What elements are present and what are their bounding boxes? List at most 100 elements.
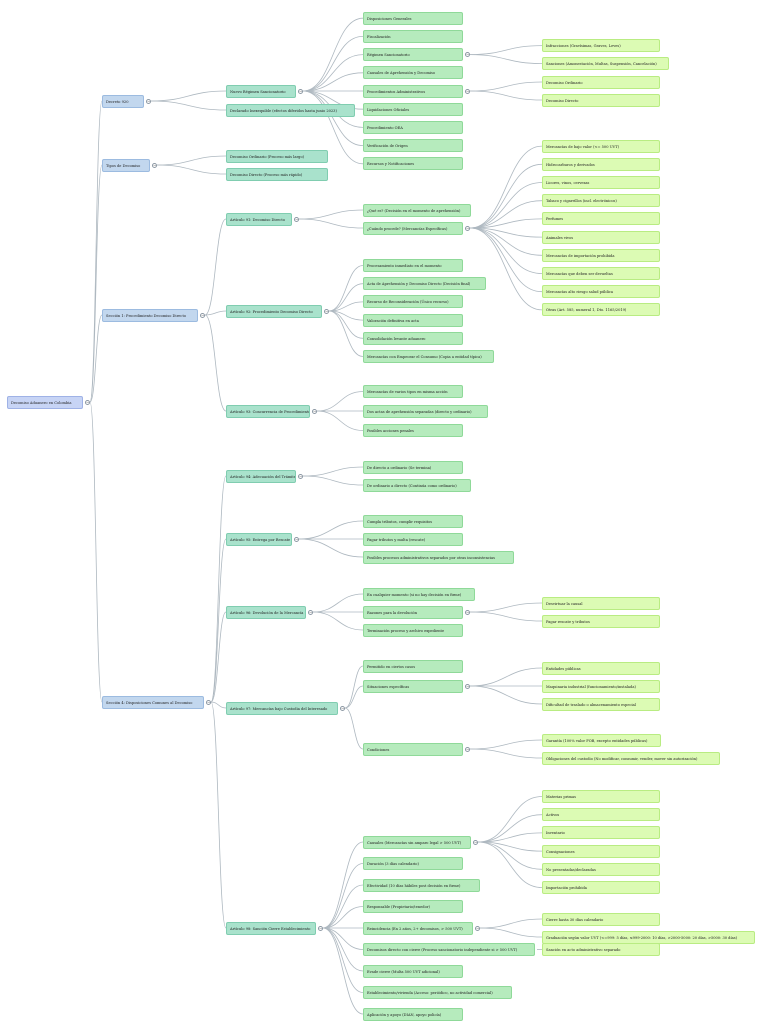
node-de-ordinario-a-directo-continua-como-ord[interactable]: De ordinario a directo (Continúa como or…	[363, 478, 471, 492]
node-articulo-92-procedimiento-decomiso-direc[interactable]: Artículo 92: Procedimiento Decomiso Dire…	[226, 304, 322, 318]
node-recursos-y-notificaciones[interactable]: Recursos y Notificaciones	[363, 157, 463, 171]
collapse-toggle-icon[interactable]: −	[475, 925, 480, 931]
node-establecimiento-vivienda-acceso-periodic[interactable]: Establecimiento/vivienda (Acceso: periód…	[363, 986, 512, 999]
node-verificacion-de-origen[interactable]: Verificación de Origen	[363, 139, 463, 153]
node-articulo-94-adecuacion-del-tramite[interactable]: Artículo 94: Adecuación del Trámite	[226, 469, 296, 483]
node-condiciones[interactable]: Condiciones	[363, 742, 463, 756]
node-valoracion-definitiva-en-acta[interactable]: Valoración definitiva en acta	[363, 313, 463, 327]
collapse-toggle-icon[interactable]: −	[340, 705, 345, 711]
node-aplicacion-y-apoyo-dian-apoyo-policia[interactable]: Aplicación y apoyo (DIAN, apoyo policía)	[363, 1007, 463, 1021]
node-mercancias-de-varios-tipos-en-misma-acci[interactable]: Mercancías de varios tipos en misma acci…	[363, 385, 463, 398]
node-garantia-100-valor-fob-excepto-entidades[interactable]: Garantía (100% valor FOB, excepto entida…	[542, 733, 661, 747]
node-que-es-decision-en-el-momento-de-aprehen[interactable]: ¿Qué es? (Decisión en el momento de apre…	[363, 203, 471, 217]
collapse-toggle-icon[interactable]: −	[465, 88, 470, 94]
node-regimen-sancionatorio[interactable]: Régimen Sancionatorio	[363, 48, 463, 62]
collapse-toggle-icon[interactable]: −	[206, 699, 211, 705]
node-consolidacion-levante-aduanero[interactable]: Consolidación levante aduanero	[363, 331, 463, 345]
node-maquinaria-industrial-funcionamiento-ins[interactable]: Maquinaria industrial (funcionamiento/in…	[542, 679, 660, 693]
node-mercancias-de-importacion-prohibida[interactable]: Mercancías de importación prohibida	[542, 248, 660, 262]
node-no-presentadas-declaradas[interactable]: No presentadas/declaradas	[542, 862, 660, 876]
node-articulo-97-mercancias-bajo-custodia-del[interactable]: Artículo 97: Mercancías bajo Custodia de…	[226, 701, 338, 715]
node-pagar-rescate-y-tributos[interactable]: Pagar rescate y tributos	[542, 614, 660, 628]
node-decomiso-ordinario[interactable]: Decomiso Ordinario	[542, 75, 660, 89]
node-decreto-920[interactable]: Decreto 920	[102, 94, 144, 108]
collapse-toggle-icon[interactable]: −	[324, 308, 329, 314]
collapse-toggle-icon[interactable]: −	[465, 746, 470, 752]
node-duracion-3-dias-calendario[interactable]: Duración (3 días calendario)	[363, 857, 463, 870]
node-de-directo-a-ordinario-se-termina[interactable]: De directo a ordinario (Se termina)	[363, 460, 463, 474]
collapse-toggle-icon[interactable]: −	[298, 88, 303, 94]
node-dos-actas-de-aprehension-separadas-direc[interactable]: Dos actas de aprehensión separadas (dire…	[363, 404, 488, 418]
node-acta-de-aprehension-y-decomiso-directo-d[interactable]: Acta de Aprehensión y Decomiso Directo (…	[363, 277, 486, 291]
node-mercancias-alto-riesgo-salud-publica[interactable]: Mercancías alto riesgo salud pública	[542, 285, 660, 299]
collapse-toggle-icon[interactable]: −	[312, 408, 317, 414]
node-efectividad-10-dias-habiles-post-decisio[interactable]: Efectividad (10 días hábiles post decisi…	[363, 878, 480, 892]
node-activos[interactable]: Activos	[542, 808, 660, 822]
collapse-toggle-icon[interactable]: −	[318, 925, 323, 931]
collapse-toggle-icon[interactable]: −	[465, 52, 470, 58]
node-otras-art-585-numeral-1-dto-1165-2019[interactable]: Otras (Art. 585, numeral 1, Dto. 1165/20…	[542, 303, 660, 317]
node-posibles-procesos-administrativos-separa[interactable]: Posibles procesos administrativos separa…	[363, 550, 514, 564]
node-decomiso-ordinario-proceso-mas-largo[interactable]: Decomiso Ordinario (Proceso más largo)	[226, 149, 328, 163]
node-terminacion-proceso-y-archivo-expediente[interactable]: Terminación proceso y archivo expediente	[363, 623, 463, 637]
node-causales-mercancias-sin-amparo-legal-500[interactable]: Causales (Mercancías sin amparo legal > …	[363, 835, 471, 849]
node-procedimiento-oea[interactable]: Procedimiento OEA	[363, 120, 463, 134]
node-inventario[interactable]: Inventario	[542, 826, 660, 840]
node-infracciones-gravisimas-graves-leves[interactable]: Infracciones (Gravísimas, Graves, Leves)	[542, 39, 660, 53]
node-mercancias-que-deben-ser-devueltas[interactable]: Mercancías que deben ser devueltas	[542, 267, 660, 280]
node-consignaciones[interactable]: Consignaciones	[542, 844, 660, 858]
node-importacion-prohibida[interactable]: Importación prohibida	[542, 881, 660, 894]
node-responsable-propietario-tenedor[interactable]: Responsable (Propietario/tenedor)	[363, 900, 463, 913]
node-cierre-hasta-30-dias-calendario[interactable]: Cierre hasta 30 días calendario	[542, 912, 660, 926]
collapse-toggle-icon[interactable]: −	[465, 609, 470, 615]
collapse-toggle-icon[interactable]: −	[294, 536, 299, 542]
node-hidrocarburos-y-derivados[interactable]: Hidrocarburos y derivados	[542, 157, 660, 171]
node-procedimientos-administrativos[interactable]: Procedimientos Administrativos	[363, 84, 463, 98]
node-recurso-de-reconsideracion-unico-recurso[interactable]: Recurso de Reconsideración (Único recurs…	[363, 295, 463, 309]
node-pagar-tributos-y-multa-rescate[interactable]: Pagar tributos y multa (rescate)	[363, 532, 463, 546]
node-decomiso-directo-proceso-mas-rapido[interactable]: Decomiso Directo (Proceso más rápido)	[226, 167, 328, 181]
collapse-toggle-icon[interactable]: −	[294, 216, 299, 222]
node-desvirtuar-la-causal[interactable]: Desvirtuar la causal	[542, 596, 660, 610]
collapse-toggle-icon[interactable]: −	[152, 162, 157, 168]
node-causales-de-aprehension-y-decomiso[interactable]: Causales de Aprehensión y Decomiso	[363, 66, 463, 80]
node-seccion-1-procedimiento-decomiso-directo[interactable]: Sección 1: Procedimiento Decomiso Direct…	[102, 308, 198, 322]
node-declarado-inexequible-efectos-diferidos-[interactable]: Declarado Inexequible (efectos diferidos…	[226, 103, 355, 117]
node-articulo-98-sancion-cierre-establecimien[interactable]: Artículo 98: Sanción Cierre Establecimie…	[226, 921, 316, 935]
node-articulo-91-decomiso-directo[interactable]: Artículo 91: Decomiso Directo	[226, 212, 292, 226]
node-situaciones-especificas[interactable]: Situaciones específicas	[363, 679, 463, 693]
node-tipos-de-decomiso[interactable]: Tipos de Decomiso	[102, 158, 150, 172]
node-mercancias-con-empeorar-el-consumo-copia[interactable]: Mercancías con Empeorar el Consumo (Copi…	[363, 350, 494, 363]
node-razones-para-la-devolucion[interactable]: Razones para la devolución	[363, 605, 463, 619]
collapse-toggle-icon[interactable]: −	[465, 225, 470, 231]
node-licores-vinos-cervezas[interactable]: Licores, vinos, cervezas	[542, 176, 660, 189]
node-nuevo-regimen-sancionatorio[interactable]: Nuevo Régimen Sancionatorio	[226, 84, 296, 98]
node-entidades-publicas[interactable]: Entidades públicas	[542, 661, 660, 675]
node-dificultad-de-traslado-o-almacenamiento-[interactable]: Dificultad de traslado o almacenamiento …	[542, 697, 660, 711]
node-seccion-4-disposiciones-comunes-al-decom[interactable]: Sección 4: Disposiciones Comunes al Deco…	[102, 695, 204, 709]
root-node[interactable]: Decomiso Aduanero en Colombia	[7, 395, 83, 409]
node-permitido-en-ciertos-casos[interactable]: Permitido en ciertos casos	[363, 659, 463, 673]
collapse-toggle-icon[interactable]: −	[308, 609, 313, 615]
node-disposiciones-generales[interactable]: Disposiciones Generales	[363, 11, 463, 25]
node-obligaciones-del-custodio-no-modificar-c[interactable]: Obligaciones del custodio (No modificar,…	[542, 751, 720, 765]
collapse-toggle-icon[interactable]: −	[85, 399, 90, 405]
node-cuando-procede-mercancias-especificas[interactable]: ¿Cuándo procede? (Mercancías Específicas…	[363, 221, 463, 235]
node-decomiso-directo[interactable]: Decomiso Directo	[542, 93, 660, 107]
node-en-cualquier-momento-si-no-hay-decision-[interactable]: En cualquier momento (si no hay decisión…	[363, 587, 475, 601]
node-procesamiento-inmediato-en-el-momento[interactable]: Procesamiento inmediato en el momento	[363, 259, 463, 272]
node-reincidencia-en-2-anos-2-decomisos-500-u[interactable]: Reincidencia (En 2 años, 2+ decomisos, >…	[363, 921, 473, 935]
node-articulo-96-devolucion-de-la-mercancia[interactable]: Artículo 96: Devolución de la Mercancía	[226, 605, 306, 619]
node-sanciones-amonestacion-multas-suspension[interactable]: Sanciones (Amonestación, Multas, Suspens…	[542, 57, 669, 71]
node-mercancias-de-bajo-valor-500-uvt[interactable]: Mercancías de bajo valor (<= 500 UVT)	[542, 139, 660, 153]
node-articulo-95-entrega-por-rescate[interactable]: Artículo 95: Entrega por Rescate	[226, 532, 292, 546]
collapse-toggle-icon[interactable]: −	[298, 473, 303, 479]
collapse-toggle-icon[interactable]: −	[146, 98, 151, 104]
node-perfumes[interactable]: Perfumes	[542, 212, 660, 226]
collapse-toggle-icon[interactable]: −	[473, 839, 478, 845]
node-liquidaciones-oficiales[interactable]: Liquidaciones Oficiales	[363, 102, 463, 116]
node-animales-vivos[interactable]: Animales vivos	[542, 230, 660, 244]
node-tabaco-y-cigarrillos-incl-electronicos[interactable]: Tabaco y cigarrillos (incl. electrónicos…	[542, 194, 660, 208]
node-fiscalizacion[interactable]: Fiscalización	[363, 29, 463, 43]
collapse-toggle-icon[interactable]: −	[465, 683, 470, 689]
